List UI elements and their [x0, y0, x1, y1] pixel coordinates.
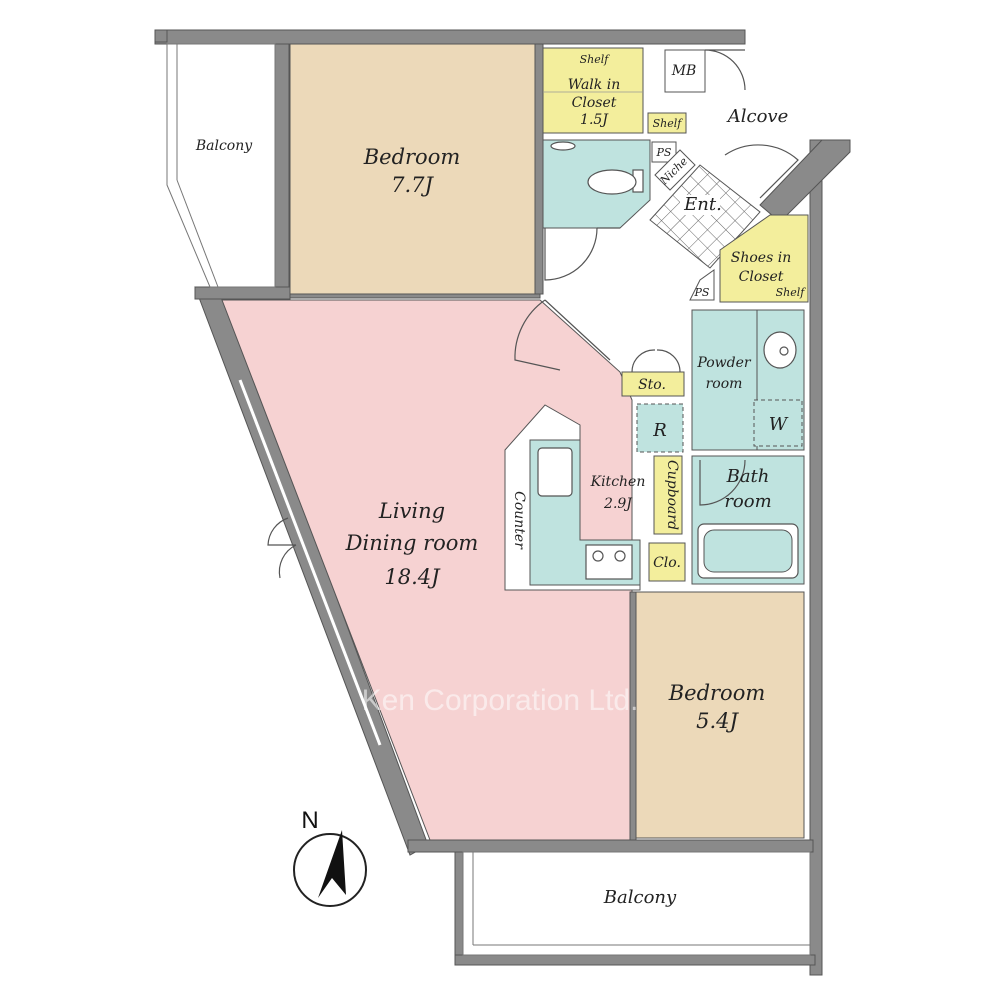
mb-label: MB [671, 63, 697, 79]
kitchen-name: Kitchen [590, 474, 646, 490]
living-line-2: Dining room [345, 531, 479, 555]
walkin-line-2: Closet [572, 95, 617, 111]
bedroom-2-name: Bedroom [668, 681, 766, 705]
bedroom-1-name: Bedroom [363, 145, 461, 169]
fridge-space[interactable]: R [636, 403, 684, 453]
kitchen[interactable]: Kitchen 2.9J Counter [504, 404, 646, 591]
north-label: N [301, 807, 318, 834]
bedroom-1-size: 7.7J [391, 173, 434, 197]
entrance-door[interactable] [724, 144, 799, 199]
powder-line-2: room [706, 376, 743, 392]
ps-2-label: PS [694, 286, 710, 299]
washer-label: W [769, 414, 789, 435]
storage[interactable]: Sto. [621, 349, 685, 397]
meter-box[interactable]: MB [664, 49, 746, 93]
shoes-line-1: Shoes in [731, 250, 791, 266]
balcony-bottom-label: Balcony [603, 887, 677, 908]
cupboard-label: Cupboard [664, 460, 680, 530]
storage-label: Sto. [638, 377, 666, 393]
counter-label: Counter [511, 491, 527, 550]
ps-1[interactable]: PS [651, 141, 677, 163]
closet-label: Clo. [653, 555, 681, 571]
slanted-windows [238, 379, 382, 746]
entrance-label: Ent. [683, 194, 722, 215]
bath-line-1: Bath [726, 466, 770, 487]
walk-in-closet[interactable]: Shelf Walk in Closet 1.5J Shelf [542, 47, 687, 134]
north-arrow-icon [318, 830, 346, 898]
bedroom-1[interactable]: Bedroom 7.7J [289, 43, 544, 299]
powder-room[interactable]: W Powder room [691, 309, 805, 451]
bath-line-2: room [724, 491, 771, 512]
toilet-room[interactable] [542, 139, 651, 281]
living-line-1: Living [378, 499, 445, 523]
walkin-size: 1.5J [580, 112, 609, 128]
ps-2[interactable]: PS [689, 269, 715, 301]
kitchen-closet[interactable]: Clo. [648, 542, 686, 616]
shoes-line-2: Closet [739, 269, 784, 285]
compass: N [293, 807, 367, 907]
bottom-balcony: Balcony [462, 851, 811, 956]
cupboard[interactable]: Cupboard [653, 455, 683, 535]
powder-line-1: Powder [696, 355, 752, 371]
fridge-label: R [652, 420, 667, 441]
shelf-3-label: Shelf [776, 286, 807, 299]
alcove-label: Alcove [726, 106, 789, 127]
shelf-2-label: Shelf [653, 117, 684, 130]
living-door[interactable] [514, 299, 611, 371]
shelf-1-label: Shelf [580, 53, 611, 66]
outer-walls [154, 29, 851, 976]
shoes-closet[interactable]: Shoes in Closet Shelf [719, 214, 809, 303]
top-balcony: Balcony [166, 43, 276, 288]
balcony-top-label: Balcony [195, 138, 253, 154]
walkin-line-1: Walk in [568, 77, 620, 93]
ps-1-label: PS [656, 146, 672, 159]
bedroom-2[interactable]: Bedroom 5.4J [629, 591, 805, 841]
bathroom[interactable]: Bath room [691, 455, 805, 585]
living-size: 18.4J [384, 565, 441, 589]
bedroom-2-size: 5.4J [696, 709, 739, 733]
kitchen-size: 2.9J [603, 496, 633, 512]
watermark: Ken Corporation Ltd. [362, 684, 639, 717]
